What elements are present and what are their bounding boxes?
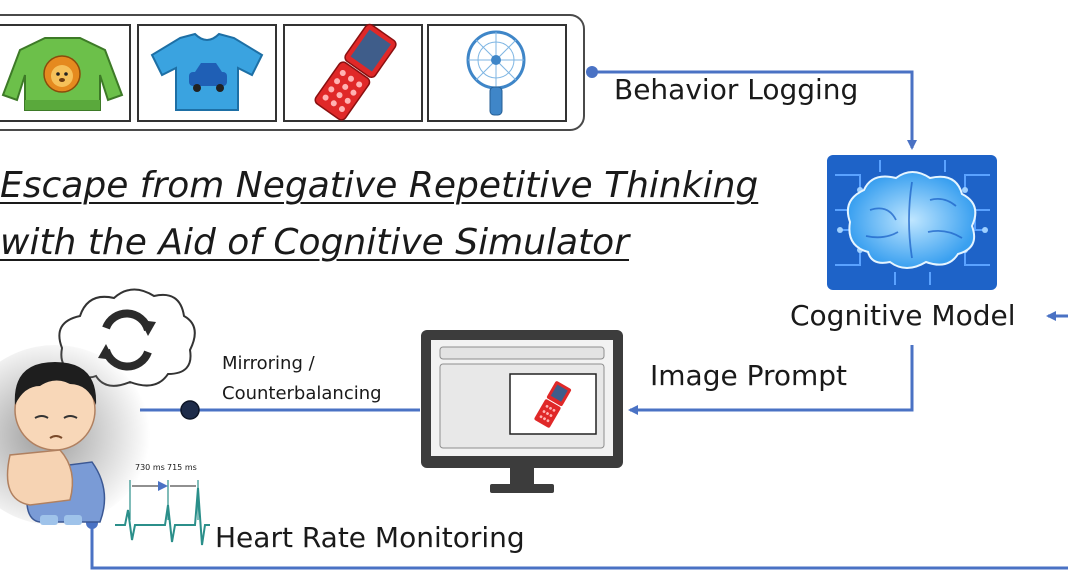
arrow-image-prompt xyxy=(628,345,914,415)
monitor-icon xyxy=(421,330,623,493)
counterbalancing-label: Counterbalancing xyxy=(222,383,382,404)
item-fan xyxy=(427,24,567,122)
behavior-logging-label: Behavior Logging xyxy=(614,73,859,106)
title-line-1: Escape from Negative Repetitive Thinking xyxy=(0,165,759,206)
ecg-interval-1: 730 ms xyxy=(135,463,165,472)
item-phone xyxy=(283,23,423,122)
arrow-behavior-logging xyxy=(586,66,917,150)
title-line-2: with the Aid of Cognitive Simulator xyxy=(0,222,629,263)
person-icon xyxy=(0,345,150,525)
item-strip xyxy=(0,14,585,131)
ecg-waveform xyxy=(115,480,210,546)
brain-icon xyxy=(827,155,997,290)
item-sweater xyxy=(0,24,131,122)
ecg-interval-2: 715 ms xyxy=(167,463,197,472)
arrow-mirroring xyxy=(140,400,420,420)
item-tshirt xyxy=(137,24,277,122)
mirroring-label: Mirroring / xyxy=(222,353,315,374)
cognitive-model-label: Cognitive Model xyxy=(790,299,1016,332)
heart-rate-monitoring-label: Heart Rate Monitoring xyxy=(215,521,525,554)
image-prompt-label: Image Prompt xyxy=(650,359,848,392)
